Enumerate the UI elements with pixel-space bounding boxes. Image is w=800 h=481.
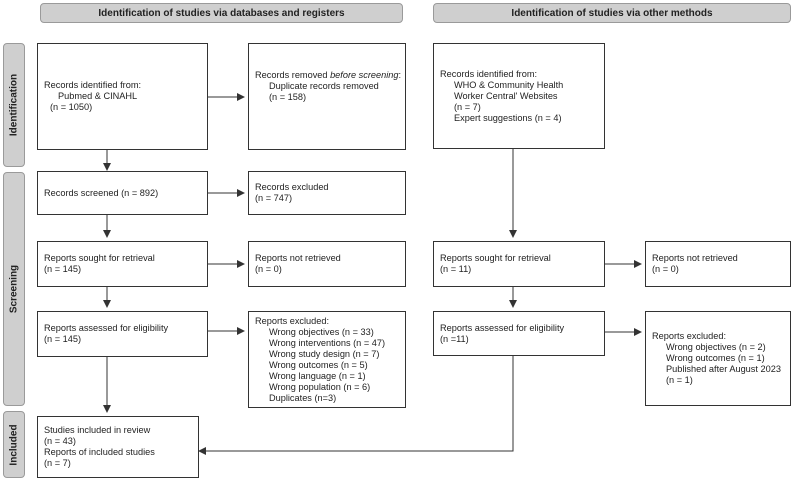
arrow-other-assessed-to-included [198,356,514,455]
other-reports-not-retrieved-count: (n = 0) [652,264,679,274]
reports-excluded-item: Wrong language (n = 1) [269,370,366,381]
other-reports-assessed-box: Reports assessed for eligibility (n =11) [433,311,605,356]
phase-screening: Screening [3,172,25,406]
header-databases: Identification of studies via databases … [40,3,403,23]
other-records-identified-box: Records identified from: WHO & Community… [433,43,605,149]
other-reports-excluded-box: Reports excluded: Wrong objectives (n = … [645,311,791,406]
records-screened-label: Records screened (n = 892) [44,187,159,198]
other-records-identified-title: Records identified from: [440,68,538,79]
reports-excluded-item: Wrong study design (n = 7) [269,348,380,359]
reports-assessed-box: Reports assessed for eligibility (n = 14… [37,311,208,357]
other-reports-not-retrieved-title: Reports not retrieved [652,253,738,263]
other-reports-sought-title: Reports sought for retrieval [440,253,551,263]
other-reports-sought-box: Reports sought for retrieval (n = 11) [433,241,605,287]
other-reports-excluded-item: Wrong objectives (n = 2) [666,342,766,352]
records-removed-title: Records removed before screening: [255,70,402,80]
header-other-methods: Identification of studies via other meth… [433,3,791,23]
other-records-count-1: (n = 7) [454,101,481,112]
records-identified-title: Records identified from: [44,80,142,90]
other-reports-excluded-item: (n = 1) [666,375,693,385]
records-identified-box: Records identified from: Pubmed & CINAHL… [37,43,208,150]
other-records-source-1: WHO & Community Health [454,79,564,90]
other-records-source-3: Expert suggestions (n = 4) [454,112,562,123]
reports-not-retrieved-title: Reports not retrieved [255,253,341,263]
included-reports-label: Reports of included studies [44,447,155,457]
other-reports-excluded-item: Wrong outcomes (n = 1) [666,353,765,363]
other-reports-excluded-item: Published after August 2023 [666,364,781,374]
reports-sought-box: Reports sought for retrieval (n = 145) [37,241,208,287]
other-reports-assessed-count: (n =11) [440,333,469,344]
reports-excluded-item: Wrong objectives (n = 33) [269,326,374,337]
records-excluded-count: (n = 747) [255,193,293,203]
records-identified-count: (n = 1050) [50,102,93,112]
records-removed-box: Records removed before screening: : Dupl… [248,43,406,150]
phase-identification: Identification [3,43,25,167]
records-removed-count: (n = 158) [269,92,307,102]
other-reports-sought-count: (n = 11) [440,264,472,274]
other-reports-not-retrieved-box: Reports not retrieved (n = 0) [645,241,791,287]
reports-excluded-item: Wrong outcomes (n = 5) [269,359,368,370]
reports-sought-count: (n = 145) [44,264,82,274]
records-excluded-box: Records excluded (n = 747) [248,171,406,215]
included-box: Studies included in review (n = 43) Repo… [37,416,199,478]
reports-excluded-item: Duplicates (n=3) [269,392,337,403]
reports-not-retrieved-box: Reports not retrieved (n = 0) [248,241,406,287]
included-reports-count: (n = 7) [44,458,71,468]
reports-assessed-count: (n = 145) [44,334,82,344]
included-studies-label: Studies included in review [44,425,151,435]
reports-not-retrieved-count: (n = 0) [255,264,282,274]
reports-assessed-title: Reports assessed for eligibility [44,323,169,333]
reports-sought-title: Reports sought for retrieval [44,253,155,263]
other-reports-excluded-title: Reports excluded: [652,331,727,341]
reports-excluded-title: Reports excluded: [255,315,330,326]
records-screened-box: Records screened (n = 892) [37,171,208,215]
records-removed-item: Duplicate records removed [269,81,379,91]
other-reports-assessed-title: Reports assessed for eligibility [440,322,565,333]
reports-excluded-item: Wrong population (n = 6) [269,381,371,392]
reports-excluded-box: Reports excluded: Wrong objectives (n = … [248,311,406,408]
phase-included: Included [3,411,25,478]
records-excluded-title: Records excluded [255,182,329,192]
other-records-source-2: Worker Central' Websites [454,90,558,101]
reports-excluded-item: Wrong interventions (n = 47) [269,337,386,348]
records-identified-source: Pubmed & CINAHL [58,91,138,101]
included-studies-count: (n = 43) [44,436,76,446]
